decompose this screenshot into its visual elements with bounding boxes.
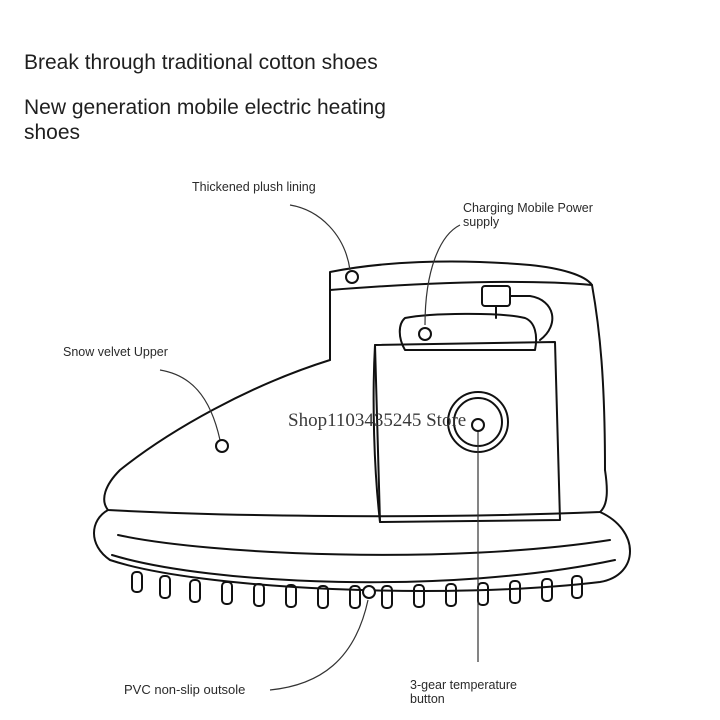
callout-thickened-plush-lining: Thickened plush lining [192,180,316,194]
dot-outsole [362,585,376,599]
store-watermark: Shop1103435245 Store [288,410,467,431]
leader-lining [289,204,351,271]
dot-upper [215,439,229,453]
leader-power [424,224,461,326]
dot-button [471,418,485,432]
shoe-upper [103,359,608,518]
dot-lining [345,270,359,284]
leader-upper [159,369,221,441]
leader-outsole [269,599,369,691]
callout-dots [215,270,485,599]
shoe-collar [329,260,593,291]
callout-leaders [159,204,479,691]
power-bank [398,312,538,351]
side-pocket [374,341,561,523]
headline-secondary: New generation mobile electric heating s… [24,96,386,144]
dot-power [418,327,432,341]
shoe-shaft [329,284,606,471]
callout-pvc-outsole: PVC non-slip outsole [124,682,246,697]
callout-snow-velvet-upper: Snow velvet Upper [63,345,168,359]
callout-charging-mobile-power: Charging Mobile Power supply [463,201,593,229]
callout-temperature-button: 3-gear temperature button [410,678,518,706]
charging-plug [481,285,511,307]
headline-primary: Break through traditional cotton shoes [24,51,378,74]
